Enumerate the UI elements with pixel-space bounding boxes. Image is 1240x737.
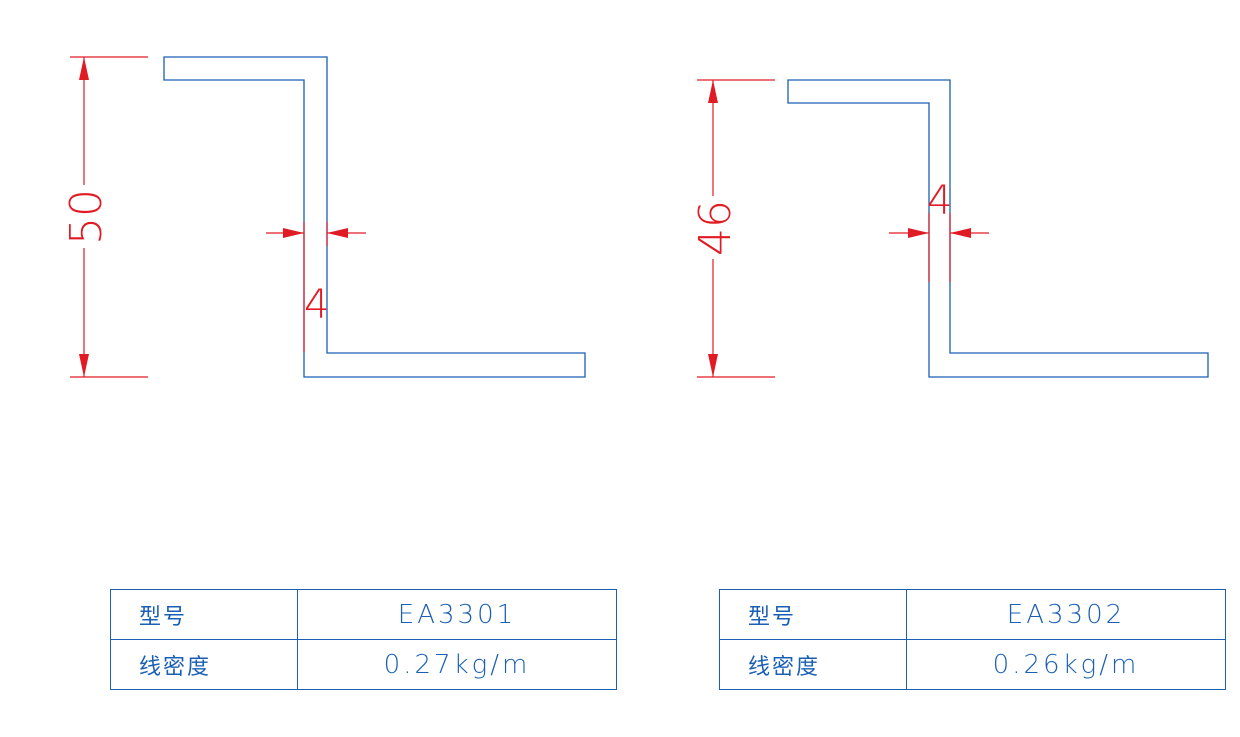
model-label: 型号 — [110, 589, 298, 640]
density-value: 0.26kg/m — [906, 639, 1226, 690]
table-row: 型号 EA3301 — [110, 589, 617, 640]
profile-1-height-dimension: 50 — [61, 56, 148, 378]
profile-2-thickness-label: 4 — [927, 178, 952, 224]
table-row: 线密度 0.27kg/m — [110, 639, 617, 690]
profile-2-outline — [787, 79, 1209, 378]
model-value: EA3302 — [906, 589, 1226, 640]
profile-2-height-label: 46 — [690, 200, 741, 256]
spec-table-2: 型号 EA3302 线密度 0.26kg/m — [719, 589, 1226, 690]
profile-2-height-dimension: 46 — [690, 79, 775, 378]
density-label: 线密度 — [719, 639, 907, 690]
profile-1: 50 4 — [61, 56, 586, 378]
profile-1-outline — [163, 56, 586, 378]
profile-1-thickness-dimension: 4 — [266, 222, 366, 352]
density-label: 线密度 — [110, 639, 298, 690]
spec-table-1: 型号 EA3301 线密度 0.27kg/m — [110, 589, 617, 690]
profile-1-height-label: 50 — [61, 189, 112, 245]
profile-2-thickness-dimension: 4 — [889, 178, 989, 282]
model-label: 型号 — [719, 589, 907, 640]
table-row: 线密度 0.26kg/m — [719, 639, 1226, 690]
profile-1-thickness-label: 4 — [304, 282, 329, 328]
model-value: EA3301 — [297, 589, 617, 640]
profile-2: 46 4 — [690, 79, 1209, 378]
table-row: 型号 EA3302 — [719, 589, 1226, 640]
density-value: 0.27kg/m — [297, 639, 617, 690]
